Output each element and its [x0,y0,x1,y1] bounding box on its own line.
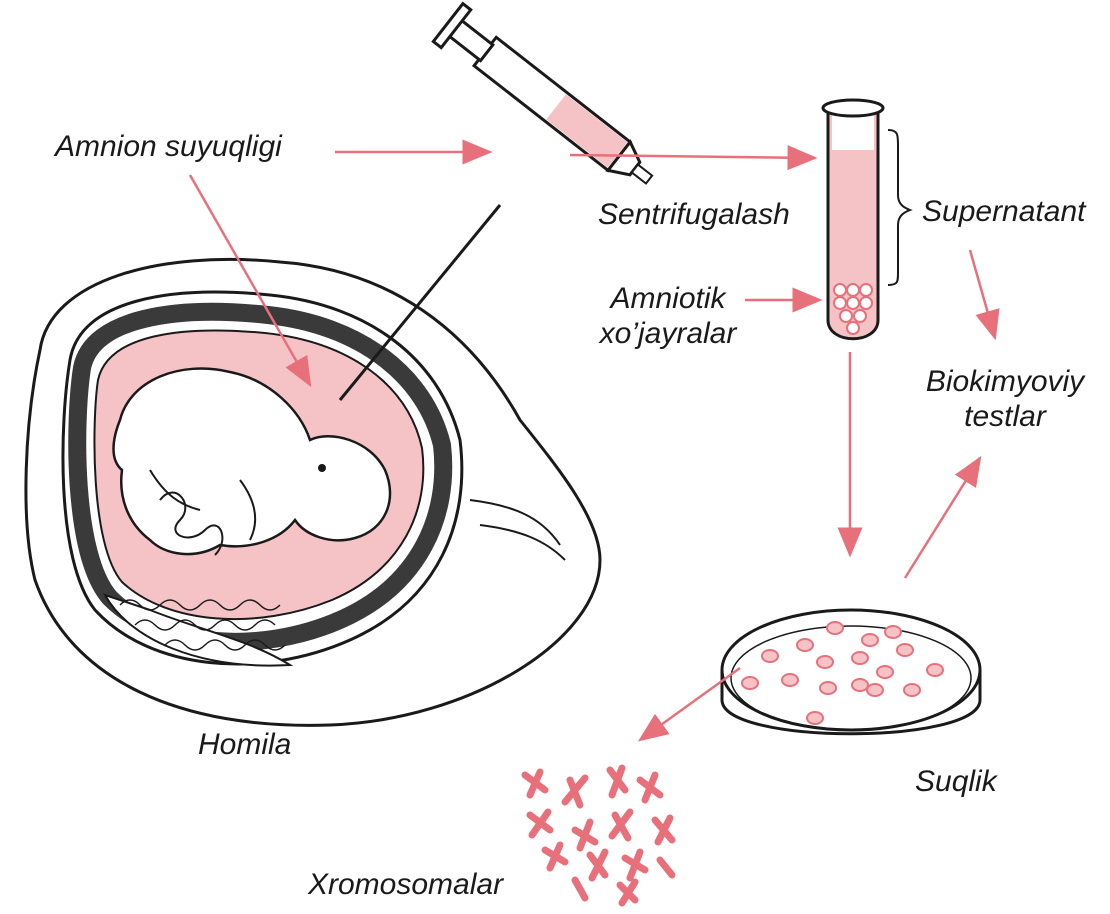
label-amniotic-cells-line2: xo’jayralar [578,317,758,352]
label-chromosomes: Xromosomalar [308,868,503,903]
arrow-supernatant-to-tests [970,250,995,338]
label-biochem-tests: Biokimyoviy testlar [910,365,1100,434]
label-culture: Suqlik [915,765,997,800]
label-amniotic-cells-line1: Amniotik [578,282,758,317]
label-amniotic-cells: Amniotik xo’jayralar [578,282,758,351]
arrow-dish-to-tests [905,458,980,578]
label-biochem-line2: testlar [910,400,1100,435]
fetus-illustration [26,259,600,725]
label-fetus: Homila [198,728,291,763]
label-supernatant: Supernatant [922,195,1085,230]
supernatant-bracket [888,130,910,285]
test-tube-icon [823,100,910,339]
label-biochem-line1: Biokimyoviy [910,365,1100,400]
label-amnion-fluid: Amnion suyuqligi [55,130,282,165]
chromosome-cluster [525,768,672,903]
petri-dish-icon [722,610,980,734]
label-centrifuge: Sentrifugalash [598,198,790,233]
